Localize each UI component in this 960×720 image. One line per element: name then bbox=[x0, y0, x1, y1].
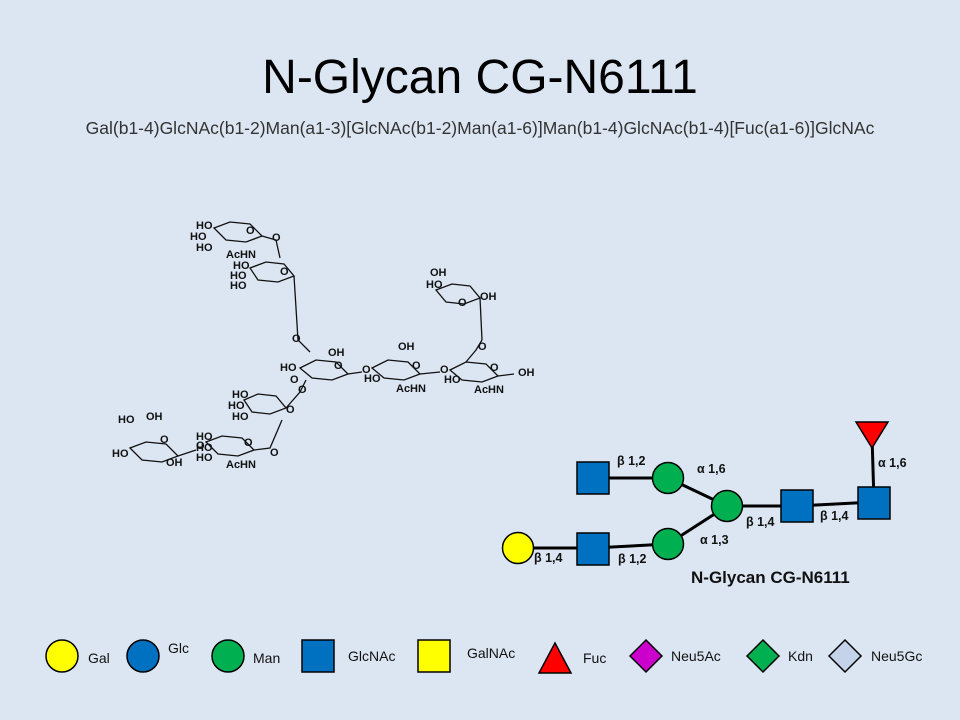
atom-label: HO bbox=[364, 373, 381, 385]
atom-label: O bbox=[270, 447, 279, 459]
atom-label: OH bbox=[518, 367, 535, 379]
legend-label: Man bbox=[253, 650, 280, 666]
glcnac-square-reducing bbox=[857, 486, 891, 520]
atom-label: O bbox=[478, 341, 487, 353]
linkage-label: β 1,4 bbox=[746, 515, 775, 529]
glcnac-square-bottom bbox=[576, 532, 610, 566]
glycan-name-label: N-Glycan CG-N6111 bbox=[691, 568, 850, 587]
atom-label: O bbox=[280, 266, 289, 278]
green-circle-icon bbox=[211, 639, 245, 673]
atom-label: HO bbox=[426, 279, 443, 291]
linkage-label: β 1,2 bbox=[618, 552, 647, 566]
atom-label: HO bbox=[228, 400, 245, 412]
atom-label: OH bbox=[146, 411, 163, 423]
atom-label: HO bbox=[112, 448, 129, 460]
atom-label: O bbox=[298, 384, 307, 396]
linkage-label: β 1,4 bbox=[534, 551, 563, 565]
atom-label: O bbox=[246, 225, 255, 237]
glcnac-square-top bbox=[576, 461, 610, 495]
atom-label: AcHN bbox=[226, 249, 256, 261]
atom-label: O bbox=[286, 404, 295, 416]
atom-label: O bbox=[440, 364, 449, 376]
yellow-circle-icon bbox=[45, 639, 79, 673]
blue-square-icon bbox=[301, 639, 335, 673]
atom-label: HO bbox=[230, 280, 247, 292]
linkage-label: β 1,4 bbox=[820, 509, 849, 523]
page-title: N-Glycan CG-N6111 bbox=[262, 51, 698, 104]
atom-label: AcHN bbox=[474, 384, 504, 396]
atom-label: HO bbox=[196, 442, 213, 454]
chemical-structure-labels: HO HO HO O O AcHN HO HO HO O O OH HO O O… bbox=[112, 220, 535, 471]
red-triangle-icon bbox=[537, 641, 573, 674]
atom-label: O bbox=[290, 374, 299, 386]
blue-circle-icon bbox=[126, 639, 160, 673]
atom-label: O bbox=[362, 364, 371, 376]
atom-label: O bbox=[244, 437, 253, 449]
lightblue-diamond-icon bbox=[827, 638, 863, 674]
linkage-label: β 1,2 bbox=[617, 454, 646, 468]
legend-label: Kdn bbox=[788, 648, 813, 664]
atom-label: HO bbox=[444, 374, 461, 386]
atom-label: O bbox=[334, 360, 343, 372]
mannose-circle-branch bbox=[710, 489, 744, 523]
green-diamond-icon bbox=[745, 638, 781, 674]
atom-label: O bbox=[490, 362, 499, 374]
legend-label: GalNAc bbox=[467, 645, 515, 661]
atom-label: O bbox=[412, 360, 421, 372]
legend-label: GlcNAc bbox=[348, 648, 395, 664]
atom-label: HO bbox=[196, 242, 213, 254]
atom-label: OH bbox=[480, 291, 497, 303]
linkage-label: α 1,6 bbox=[697, 462, 726, 476]
atom-label: O bbox=[292, 333, 301, 345]
linkage-label: α 1,6 bbox=[878, 456, 907, 470]
atom-label: O bbox=[458, 297, 467, 309]
atom-label: AcHN bbox=[226, 459, 256, 471]
purple-diamond-icon bbox=[628, 638, 664, 674]
atom-label: HO bbox=[196, 431, 213, 443]
legend-label: Fuc bbox=[583, 650, 606, 666]
atom-label: HO bbox=[233, 260, 250, 272]
legend-label: Gal bbox=[88, 650, 110, 666]
atom-label: O bbox=[272, 232, 281, 244]
atom-label: HO bbox=[190, 231, 207, 243]
atom-label: OH bbox=[328, 347, 345, 359]
atom-label: HO bbox=[118, 414, 135, 426]
chemical-structure bbox=[128, 221, 515, 463]
atom-label: O bbox=[160, 434, 169, 446]
yellow-square-icon bbox=[417, 639, 451, 673]
atom-label: HO bbox=[232, 411, 249, 423]
atom-label: HO bbox=[230, 270, 247, 282]
mannose-circle-a16 bbox=[651, 461, 685, 495]
legend-label: Neu5Ac bbox=[671, 648, 721, 664]
galactose-circle bbox=[501, 531, 535, 565]
legend-label: Glc bbox=[168, 640, 189, 656]
mannose-circle-a13 bbox=[651, 527, 685, 561]
fucose-triangle-icon bbox=[854, 421, 890, 450]
atom-label: OH bbox=[166, 457, 183, 469]
glcnac-square-core bbox=[780, 489, 814, 523]
atom-label: OH bbox=[430, 267, 447, 279]
glycan-bonds bbox=[518, 435, 876, 550]
atom-label: O bbox=[196, 440, 205, 452]
glycan-symbol-diagram: β 1,2 α 1,6 β 1,4 β 1,2 α 1,3 β 1,4 β 1,… bbox=[501, 421, 907, 587]
atom-label: AcHN bbox=[396, 383, 426, 395]
linkage-label: α 1,3 bbox=[700, 533, 729, 547]
atom-label: HO bbox=[196, 220, 213, 232]
atom-label: HO bbox=[232, 389, 249, 401]
legend: Gal Glc Man GlcNAc GalNAc Fuc Neu5Ac Kdn… bbox=[45, 638, 922, 674]
glycan-sequence: Gal(b1-4)GlcNAc(b1-2)Man(a1-3)[GlcNAc(b1… bbox=[85, 118, 875, 138]
legend-label: Neu5Gc bbox=[871, 648, 922, 664]
atom-label: OH bbox=[398, 341, 415, 353]
atom-label: HO bbox=[280, 362, 297, 374]
atom-label: HO bbox=[196, 452, 213, 464]
